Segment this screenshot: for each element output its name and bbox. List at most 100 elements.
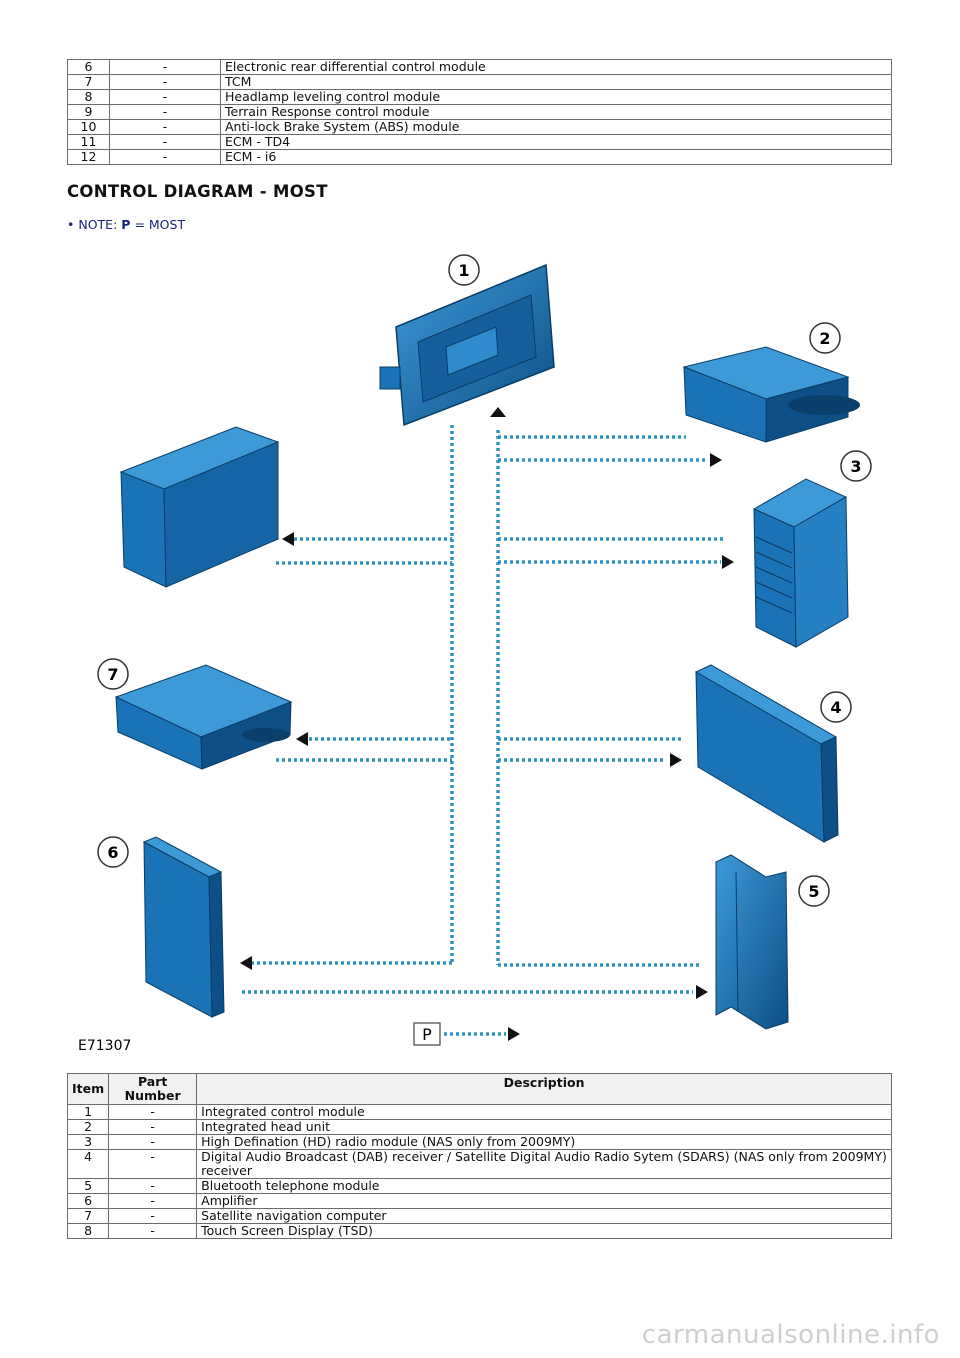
table-row: 9-Terrain Response control module — [67, 104, 892, 120]
table-row: 12-ECM - i6 — [67, 149, 892, 165]
cell-part-number: - — [108, 1149, 198, 1179]
module-7-satellite-navigation-computer — [114, 664, 293, 770]
section-heading: CONTROL DIAGRAM - MOST — [67, 182, 328, 201]
cell-description: Electronic rear differential control mod… — [220, 59, 892, 75]
note-text: = MOST — [134, 217, 186, 232]
cell-description: Touch Screen Display (TSD) — [196, 1223, 892, 1239]
cell-item: 6 — [67, 59, 110, 75]
cell-item: 10 — [67, 119, 110, 135]
module-2-integrated-head-unit — [682, 346, 860, 443]
cell-description: Integrated control module — [196, 1104, 892, 1120]
cell-part-number: - — [109, 104, 221, 120]
module-1-integrated-control-module — [379, 263, 555, 427]
header-item: Item — [66, 1073, 110, 1105]
note-bullet: • — [67, 217, 75, 232]
link-arrowheads — [240, 407, 734, 1041]
arrowhead-to-5 — [696, 985, 708, 999]
module-8-touch-screen-display — [119, 426, 280, 588]
watermark: carmanualsonline.info — [641, 1320, 940, 1350]
header-description: Description — [196, 1073, 892, 1105]
svg-text:1: 1 — [458, 261, 469, 280]
arrowhead-to-7 — [296, 732, 308, 746]
svg-text:4: 4 — [830, 698, 841, 717]
cell-item: 8 — [67, 89, 110, 105]
parts-table-header-row: Item Part Number Description — [66, 1073, 892, 1105]
component-table-body: 6-Electronic rear differential control m… — [67, 59, 892, 165]
cell-description: Anti-lock Brake System (ABS) module — [220, 119, 892, 135]
callout-1: 1 — [448, 254, 480, 286]
table-row: 8-Touch Screen Display (TSD) — [66, 1223, 892, 1239]
cell-part-number: - — [108, 1193, 198, 1209]
cell-description: Terrain Response control module — [220, 104, 892, 120]
table-row: 3-High Defination (HD) radio module (NAS… — [66, 1134, 892, 1150]
svg-text:2: 2 — [819, 329, 830, 348]
cell-item: 7 — [67, 74, 110, 90]
svg-text:6: 6 — [107, 843, 118, 862]
cell-part-number: - — [108, 1134, 198, 1150]
component-table-continued: 6-Electronic rear differential control m… — [67, 59, 892, 165]
legend-most: P — [413, 1022, 441, 1046]
cell-part-number: - — [109, 119, 221, 135]
module-5-bluetooth-module — [715, 854, 789, 1030]
cell-item: 9 — [67, 104, 110, 120]
cell-part-number: - — [109, 74, 221, 90]
most-control-diagram: 1 2 3 4 5 6 7 P E71307 — [78, 254, 872, 1054]
arrowhead-to-3 — [722, 555, 734, 569]
cell-part-number: - — [108, 1223, 198, 1239]
callout-2: 2 — [809, 322, 841, 354]
cell-description: ECM - i6 — [220, 149, 892, 165]
svg-text:7: 7 — [107, 665, 118, 684]
module-6-amplifier — [142, 836, 225, 1018]
svg-text:P: P — [422, 1025, 432, 1044]
arrowhead-to-8 — [282, 532, 294, 546]
table-row: 1-Integrated control module — [66, 1104, 892, 1120]
cell-item: 2 — [66, 1119, 110, 1135]
cell-item: 6 — [66, 1193, 110, 1209]
cell-part-number: - — [108, 1178, 198, 1194]
cell-part-number: - — [109, 89, 221, 105]
table-row: 2-Integrated head unit — [66, 1119, 892, 1135]
cell-item: 4 — [66, 1149, 110, 1179]
cell-description: Satellite navigation computer — [196, 1208, 892, 1224]
callout-7: 7 — [97, 658, 129, 690]
table-row: 4-Digital Audio Broadcast (DAB) receiver… — [66, 1149, 892, 1179]
legend-arrowhead — [508, 1027, 520, 1041]
table-row: 7-Satellite navigation computer — [66, 1208, 892, 1224]
table-row: 5-Bluetooth telephone module — [66, 1178, 892, 1194]
cell-item: 8 — [66, 1223, 110, 1239]
module-4-dab-sdars-receiver — [694, 664, 839, 843]
cell-item: 11 — [67, 134, 110, 150]
cell-part-number: - — [109, 59, 221, 75]
table-row: 6-Electronic rear differential control m… — [67, 59, 892, 75]
cell-item: 1 — [66, 1104, 110, 1120]
svg-text:3: 3 — [850, 457, 861, 476]
callout-3: 3 — [840, 450, 872, 482]
header-part-number: Part Number — [108, 1073, 198, 1105]
cell-part-number: - — [108, 1104, 198, 1120]
cell-description: Digital Audio Broadcast (DAB) receiver /… — [196, 1149, 892, 1179]
cell-description: Integrated head unit — [196, 1119, 892, 1135]
svg-text:5: 5 — [808, 882, 819, 901]
note: • NOTE: P = MOST — [67, 217, 185, 232]
cell-item: 3 — [66, 1134, 110, 1150]
cell-item: 5 — [66, 1178, 110, 1194]
table-row: 10-Anti-lock Brake System (ABS) module — [67, 119, 892, 135]
note-label: NOTE: — [78, 217, 118, 232]
arrowhead-to-2 — [710, 453, 722, 467]
most-links — [242, 425, 726, 1036]
cell-item: 12 — [67, 149, 110, 165]
table-row: 7-TCM — [67, 74, 892, 90]
table-row: 8-Headlamp leveling control module — [67, 89, 892, 105]
cell-part-number: - — [108, 1119, 198, 1135]
callout-5: 5 — [798, 875, 830, 907]
cell-part-number: - — [109, 134, 221, 150]
module-3-hd-radio-module — [752, 478, 849, 648]
arrowhead-to-6 — [240, 956, 252, 970]
cell-description: ECM - TD4 — [220, 134, 892, 150]
callout-6: 6 — [97, 836, 129, 868]
figure-id: E71307 — [78, 1038, 131, 1054]
cell-item: 7 — [66, 1208, 110, 1224]
table-row: 11-ECM - TD4 — [67, 134, 892, 150]
note-key: P — [121, 217, 131, 232]
